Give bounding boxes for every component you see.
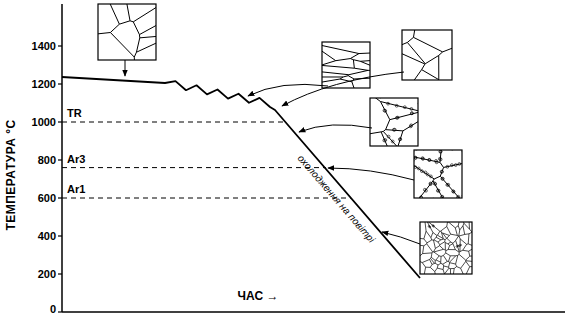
leader-arrow [328,168,414,180]
microstructure-inset [400,28,454,82]
axis-tick-label: 600 [38,193,56,204]
microstructure-inset [366,94,421,150]
leader-arrow [299,125,372,132]
axis-tick-label: 1200 [32,79,56,90]
curve-label: охолодження на повітрі [296,153,377,244]
axis-tick-label: 1000 [32,117,56,128]
microstructure-inset [96,2,158,62]
critical-temperature-line [62,198,351,199]
x-axis [62,311,565,313]
microstructure-inset [410,146,466,202]
axis-tick-label: 200 [38,269,56,280]
critical-temperature-label: Ar1 [67,184,85,195]
critical-temperature-label: Ar3 [67,153,85,164]
leader-arrow [382,232,420,244]
axis-tick [58,121,62,122]
y-axis [61,4,63,312]
axis-tick [58,83,62,84]
critical-temperature-label: TR [67,108,82,119]
leader-arrow [248,84,328,96]
axis-tick [58,235,62,236]
axis-tick-label: 400 [38,231,56,242]
axis-title: ТЕМПЕРАТУРА °С [5,119,17,230]
microstructure-inset [417,220,476,276]
axis-title: ЧАС → [238,290,279,302]
axis-tick [58,159,62,160]
axis-tick-label: 1400 [32,41,56,52]
axis-tick [58,197,62,198]
critical-temperature-line [62,167,326,168]
critical-temperature-line [62,122,283,123]
axis-tick [58,45,62,46]
leader-arrow [125,60,126,76]
axis-tick-label: 800 [38,155,56,166]
temperature-curve [62,77,420,278]
axis-tick-label: 0 [50,304,56,315]
axis-tick [58,311,62,312]
axis-tick [58,273,62,274]
